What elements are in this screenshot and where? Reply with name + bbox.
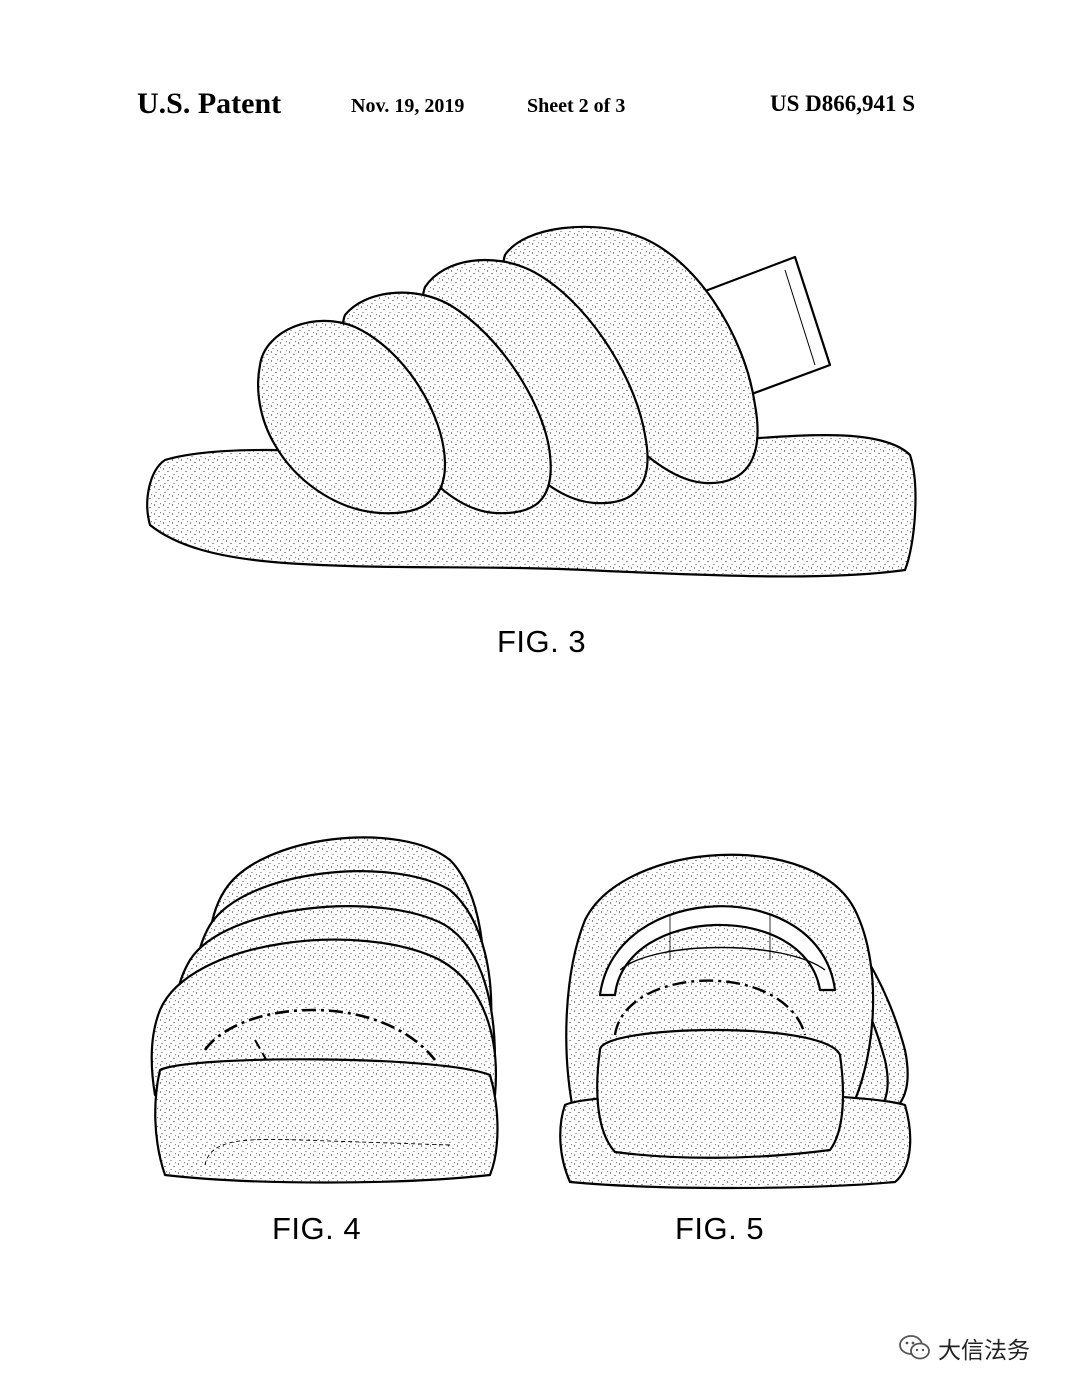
sheet-number: Sheet 2 of 3 — [527, 95, 626, 117]
front-sole — [154, 1058, 499, 1184]
heel-block — [596, 1028, 845, 1159]
fig4-label: FIG. 4 — [272, 1211, 362, 1246]
fig5-rear-view-drawing — [559, 853, 912, 1190]
fig4-front-view-drawing — [150, 836, 499, 1184]
issue-date: Nov. 19, 2019 — [351, 95, 465, 117]
patent-office-title: U.S. Patent — [137, 87, 282, 120]
fig3-side-view-drawing — [146, 225, 917, 578]
wechat-watermark: 大信法务 — [898, 1328, 1048, 1368]
rear-heel-strap — [598, 905, 837, 997]
fig3-label: FIG. 3 — [497, 624, 587, 659]
puff-1 — [257, 319, 447, 515]
fig5-label: FIG. 5 — [675, 1211, 765, 1246]
watermark-text: 大信法务 — [938, 1338, 1030, 1364]
patent-header: U.S. Patent Nov. 19, 2019 Sheet 2 of 3 U… — [0, 86, 1080, 126]
patent-number: US D866,941 S — [770, 91, 916, 116]
puff-front — [150, 938, 497, 1097]
wechat-icon — [899, 1335, 930, 1360]
